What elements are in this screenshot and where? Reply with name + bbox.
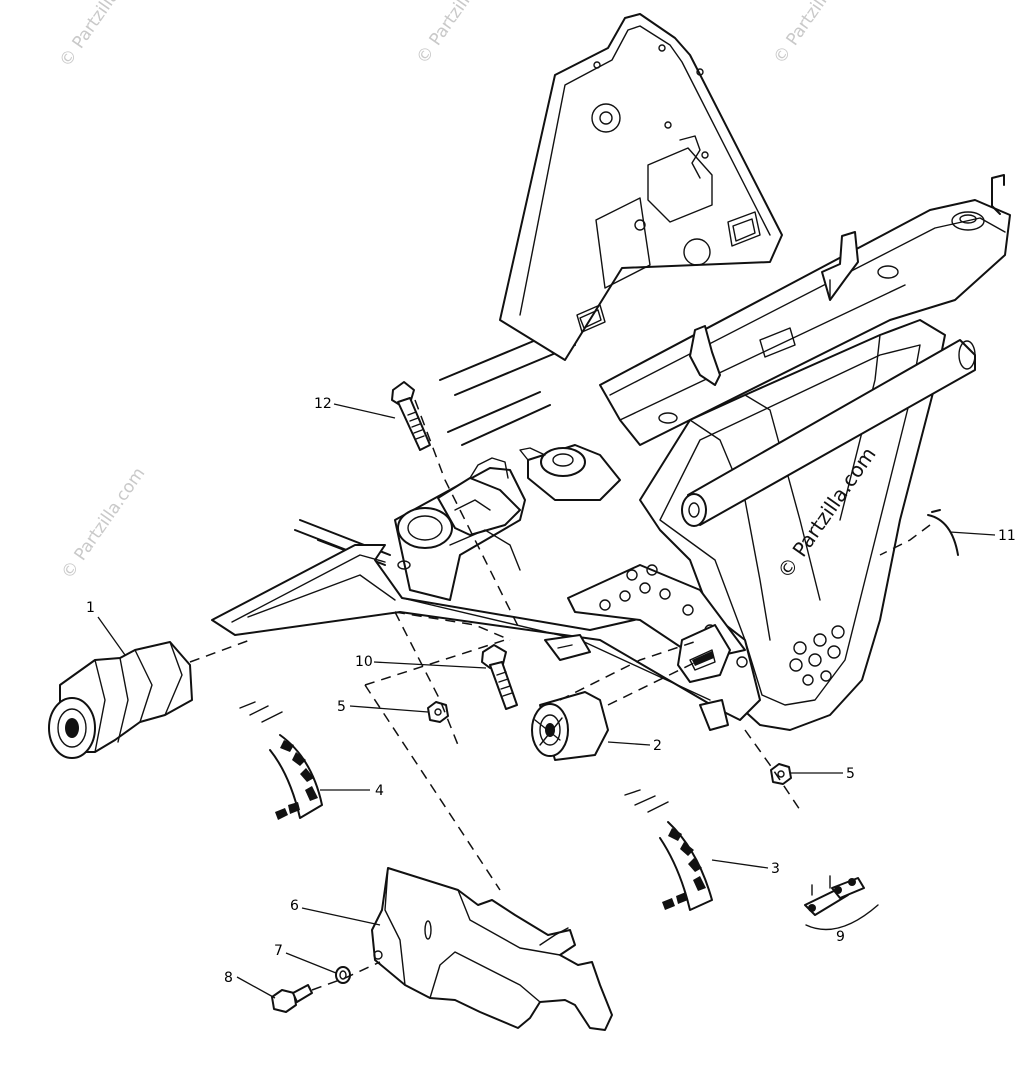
callout-8: 8: [224, 970, 233, 986]
part-5-nut-right: [770, 763, 792, 785]
callout-12: 12: [314, 396, 332, 412]
callout-5-right: 5: [846, 766, 855, 782]
part-10-bolt: [481, 644, 518, 710]
watermark-mid-left: © Partzilla.com: [58, 464, 150, 583]
part-11-clip: [927, 509, 959, 556]
callout-1: 1: [86, 600, 95, 616]
callout-4: 4: [375, 783, 384, 799]
callout-7: 7: [274, 943, 283, 959]
part-1-roller: [48, 641, 193, 759]
callout-9: 9: [836, 929, 845, 945]
callout-5-left: 5: [337, 699, 346, 715]
part-7-washer: [335, 966, 351, 984]
part-8-bolt: [271, 984, 313, 1013]
part-2-bushing: [531, 691, 609, 761]
callout-2: 2: [653, 738, 662, 754]
part-3-chain: [624, 789, 713, 911]
callout-10: 10: [355, 654, 373, 670]
part-9-master-link: [804, 875, 879, 931]
assembly-lines: [189, 399, 931, 991]
part-12-bolt: [391, 381, 431, 451]
callout-6: 6: [290, 898, 299, 914]
part-4-chain: [239, 701, 323, 820]
callout-3: 3: [771, 861, 780, 877]
part-6-chain-guard: [371, 867, 613, 1031]
watermark-top-right: © Partzilla.com: [770, 0, 862, 68]
callout-labels: 1 2 3 4 5 5 6 7 8 9 10 11 12: [86, 396, 1016, 986]
callout-11: 11: [998, 528, 1016, 544]
frame-assembly: [211, 13, 1011, 731]
watermark-top-left: © Partzilla.com: [56, 0, 148, 71]
callout-leaders: [97, 403, 996, 999]
watermark-top-center: © Partzilla.com: [413, 0, 505, 68]
